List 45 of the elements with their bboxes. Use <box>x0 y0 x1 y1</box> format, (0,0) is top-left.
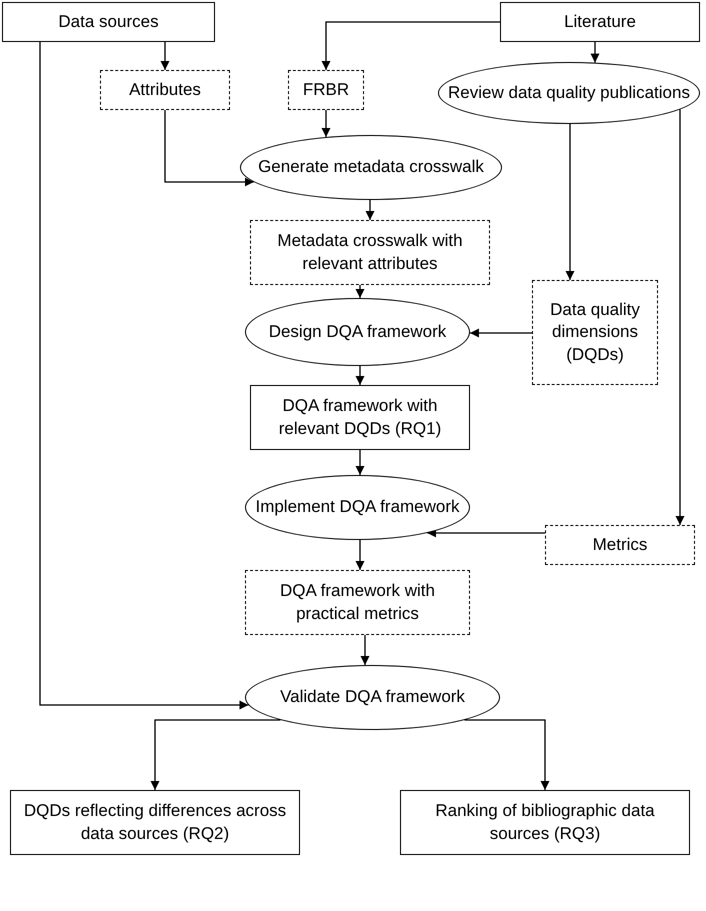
arrow <box>566 124 574 280</box>
arrow <box>322 21 500 70</box>
data-box <box>100 70 230 110</box>
arrow <box>590 42 600 63</box>
node-label: Generate metadata crosswalk <box>258 156 484 178</box>
arrow <box>160 42 170 70</box>
node-label: DQDs reflecting differences across data sources (RQ2) <box>22 800 288 844</box>
node-label: Data sources <box>58 10 159 33</box>
node-label: Ranking of bibliographic data sources (RQ3) <box>434 800 656 844</box>
process-box <box>400 790 690 855</box>
arrow <box>360 635 370 666</box>
arrow <box>470 328 532 338</box>
process-box <box>2 2 215 42</box>
arrow <box>676 109 684 525</box>
node-label: Review data quality publications <box>448 82 690 104</box>
arrow <box>366 200 374 220</box>
data-box <box>250 220 490 285</box>
process-box <box>10 790 300 855</box>
node-label: DQA framework with relevant DQDs (RQ1) <box>278 395 442 440</box>
data-box <box>545 525 695 565</box>
arrow <box>356 450 364 475</box>
process-box <box>250 385 470 450</box>
node-label: Metadata crosswalk with relevant attributes <box>276 230 464 274</box>
arrow <box>356 285 364 298</box>
node-label: Implement DQA framework <box>255 496 460 518</box>
arrow <box>322 110 330 137</box>
node-label: Design DQA framework <box>268 320 446 343</box>
arrow <box>164 110 254 186</box>
node-label: Data quality dimensions (DQDs) <box>549 299 641 366</box>
arrow <box>150 719 280 790</box>
node-label: Literature <box>564 10 636 33</box>
arrow <box>356 366 364 385</box>
arrow <box>427 528 545 538</box>
node-label: Attributes <box>129 78 201 101</box>
arrow <box>356 540 364 570</box>
node-label: FRBR <box>302 78 350 101</box>
data-box <box>288 70 364 110</box>
node-label: Metrics <box>592 534 648 556</box>
arrow <box>39 42 248 710</box>
node-label: Validate DQA framework <box>280 686 465 708</box>
data-box <box>245 570 470 635</box>
node-label: DQA framework with practical metrics <box>279 580 436 624</box>
process-box <box>500 2 700 42</box>
data-box <box>532 280 658 385</box>
arrow <box>464 719 550 790</box>
